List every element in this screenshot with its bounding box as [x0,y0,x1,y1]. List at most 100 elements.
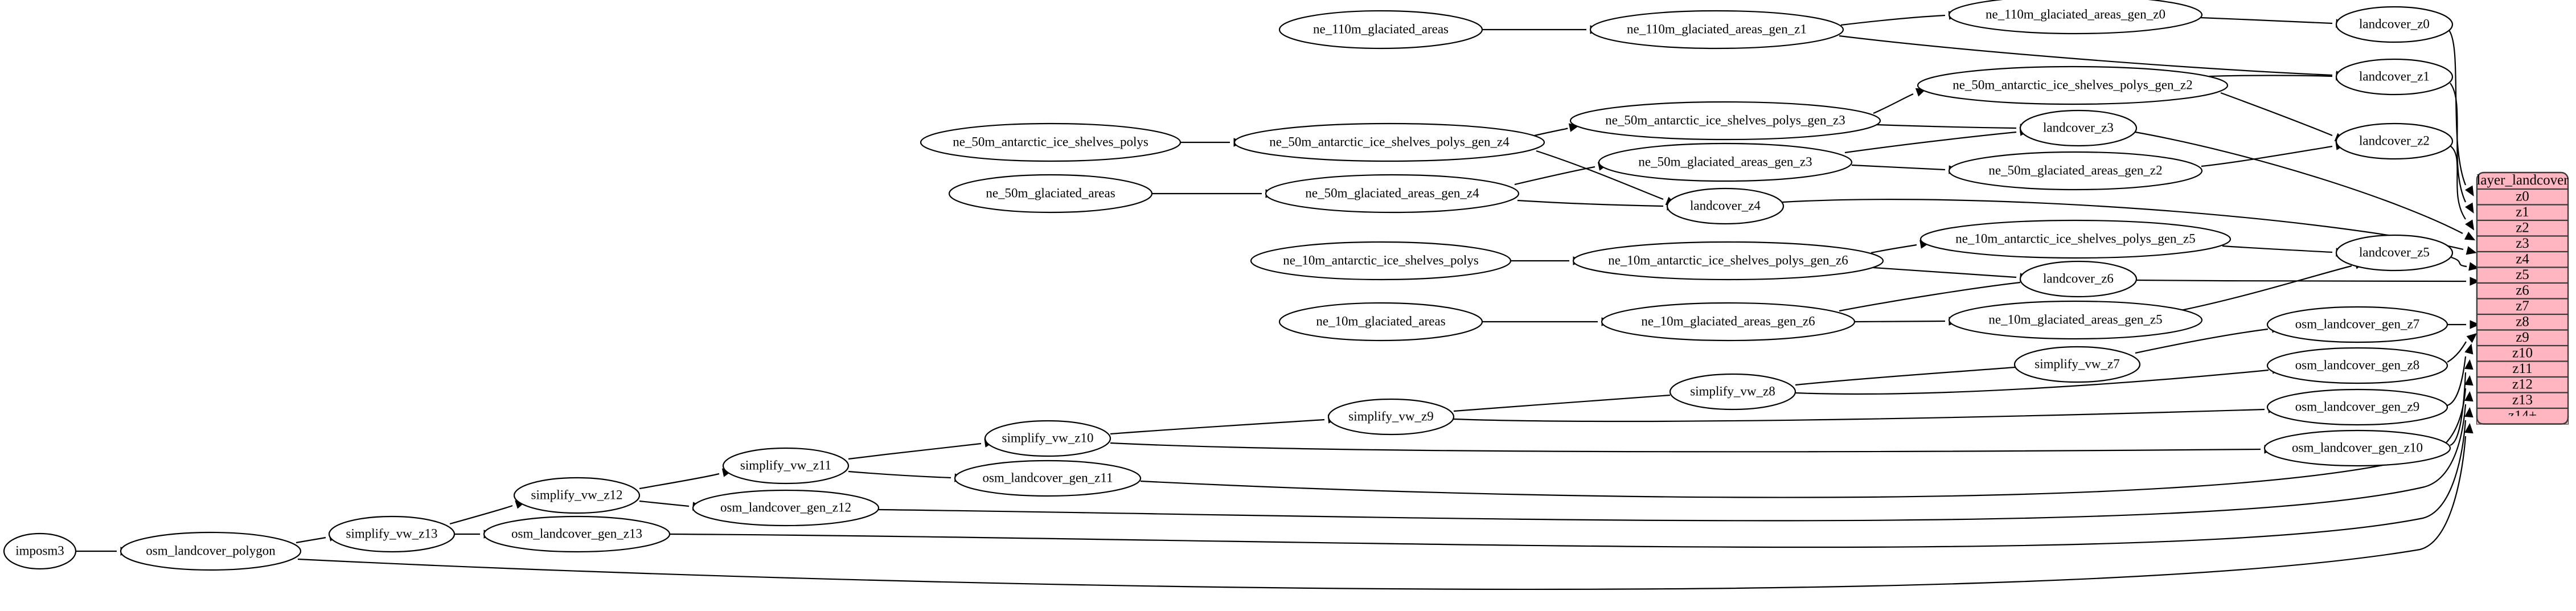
node-ellipse[interactable] [984,420,1111,457]
graph-node-simplify-vw-z12[interactable]: simplify_vw_z12 [513,477,641,514]
graph-node-ne-110m-glaciated-areas[interactable]: ne_110m_glaciated_areas [1278,10,1483,50]
graph-node-ne-50m-antarctic-ice-shelves-polys[interactable]: ne_50m_antarctic_ice_shelves_polys [920,122,1182,162]
node-ellipse[interactable] [2266,306,2448,343]
graph-node-ne-50m-glaciated-areas-gen-z2[interactable]: ne_50m_glaciated_areas_gen_z2 [1948,151,2203,191]
graph-node-ne-110m-glaciated-areas-gen-z1[interactable]: ne_110m_glaciated_areas_gen_z1 [1589,10,1844,50]
node-ellipse[interactable] [1669,373,1796,411]
graph-node-landcover-z5[interactable]: landcover_z5 [2335,234,2454,272]
graph-node-ne-50m-glaciated-areas[interactable]: ne_50m_glaciated_areas [948,174,1153,214]
table-row[interactable]: z1 [2476,204,2569,222]
node-ellipse[interactable] [2019,260,2138,298]
node-ellipse[interactable] [954,460,1142,497]
graph-node-landcover-z3[interactable]: landcover_z3 [2019,109,2138,147]
graph-node-ne-50m-antarctic-ice-shelves-polys-gen-z3[interactable]: ne_50m_antarctic_ice_shelves_polys_gen_z… [1569,101,1881,141]
table-row[interactable]: z9 [2476,329,2569,347]
node-ellipse[interactable] [948,174,1153,214]
node-ellipse[interactable] [483,515,671,553]
graph-node-ne-10m-glaciated-areas[interactable]: ne_10m_glaciated_areas [1278,302,1483,342]
node-ellipse[interactable] [1278,302,1483,342]
table-row-cell[interactable] [2476,298,2569,315]
graph-node-ne-50m-antarctic-ice-shelves-polys-gen-z2[interactable]: ne_50m_antarctic_ice_shelves_polys_gen_z… [1917,65,2229,105]
node-ellipse[interactable] [1919,219,2232,259]
graph-node-simplify-vw-z11[interactable]: simplify_vw_z11 [722,447,850,485]
node-ellipse[interactable] [2266,347,2448,384]
node-ellipse[interactable] [1569,101,1881,141]
node-ellipse[interactable] [120,531,302,571]
table-row-cell[interactable] [2476,204,2569,222]
table-row[interactable]: z3 [2476,235,2569,253]
table-row[interactable]: z2 [2476,219,2569,237]
graph-node-ne-10m-antarctic-ice-shelves-polys[interactable]: ne_10m_antarctic_ice_shelves_polys [1250,241,1512,281]
table-row[interactable]: z8 [2476,313,2569,331]
node-ellipse[interactable] [1666,187,1785,225]
node-ellipse[interactable] [722,447,850,485]
table-row-cell[interactable] [2476,313,2569,331]
graph-node-osm-landcover-gen-z8[interactable]: osm_landcover_gen_z8 [2266,347,2448,384]
graph-node-osm-landcover-gen-z13[interactable]: osm_landcover_gen_z13 [483,515,671,553]
graph-node-ne-10m-antarctic-ice-shelves-polys-gen-z6[interactable]: ne_10m_antarctic_ice_shelves_polys_gen_z… [1572,241,1884,281]
node-ellipse[interactable] [1598,142,1853,182]
table-row[interactable]: z10 [2476,345,2569,362]
node-ellipse[interactable] [1278,10,1483,50]
node-ellipse[interactable] [1948,151,2203,191]
table-row-cell[interactable] [2476,251,2569,268]
graph-node-osm-landcover-polygon[interactable]: osm_landcover_polygon [120,531,302,571]
node-ellipse[interactable] [1917,65,2229,105]
node-ellipse[interactable] [2263,429,2451,467]
graph-node-ne-10m-glaciated-areas-gen-z5[interactable]: ne_10m_glaciated_areas_gen_z5 [1948,300,2203,340]
table-row-cell[interactable] [2476,345,2569,362]
node-ellipse[interactable] [1572,241,1884,281]
node-ellipse[interactable] [692,489,880,527]
table-row-cell[interactable] [2476,235,2569,253]
graph-node-osm-landcover-gen-z12[interactable]: osm_landcover_gen_z12 [692,489,880,527]
node-ellipse[interactable] [2335,58,2454,96]
graph-node-osm-landcover-gen-z10[interactable]: osm_landcover_gen_z10 [2263,429,2451,467]
node-ellipse[interactable] [1948,300,2203,340]
node-ellipse[interactable] [328,515,456,553]
table-row[interactable]: z7 [2476,298,2569,315]
graph-node-imposm3[interactable]: imposm3 [3,532,77,570]
node-ellipse[interactable] [1327,398,1455,436]
node-ellipse[interactable] [2335,6,2454,43]
node-ellipse[interactable] [2335,234,2454,272]
graph-node-ne-50m-glaciated-areas-gen-z4[interactable]: ne_50m_glaciated_areas_gen_z4 [1265,174,1520,214]
node-ellipse[interactable] [1601,302,1856,342]
graph-node-ne-10m-glaciated-areas-gen-z6[interactable]: ne_10m_glaciated_areas_gen_z6 [1601,302,1856,342]
table-row-cell[interactable] [2476,360,2569,378]
table-row-cell[interactable] [2476,219,2569,237]
table-row-cell[interactable] [2476,188,2569,206]
graph-node-ne-110m-glaciated-areas-gen-z0[interactable]: ne_110m_glaciated_areas_gen_z0 [1948,0,2203,35]
node-ellipse[interactable] [2019,109,2138,147]
graph-node-landcover-z0[interactable]: landcover_z0 [2335,6,2454,43]
node-ellipse[interactable] [2266,388,2448,426]
node-ellipse[interactable] [1589,10,1844,50]
table-row[interactable]: z6 [2476,282,2569,300]
graph-node-simplify-vw-z13[interactable]: simplify_vw_z13 [328,515,456,553]
node-ellipse[interactable] [1948,0,2203,35]
graph-node-osm-landcover-gen-z11[interactable]: osm_landcover_gen_z11 [954,460,1142,497]
graph-node-osm-landcover-gen-z9[interactable]: osm_landcover_gen_z9 [2266,388,2448,426]
graph-node-ne-50m-glaciated-areas-gen-z3[interactable]: ne_50m_glaciated_areas_gen_z3 [1598,142,1853,182]
graph-node-landcover-z2[interactable]: landcover_z2 [2335,122,2454,160]
graph-node-ne-50m-antarctic-ice-shelves-polys-gen-z4[interactable]: ne_50m_antarctic_ice_shelves_polys_gen_z… [1233,122,1545,162]
table-row[interactable]: z5 [2476,266,2569,284]
table-row[interactable]: z4 [2476,251,2569,268]
node-ellipse[interactable] [2013,346,2141,383]
graph-node-landcover-z6[interactable]: landcover_z6 [2019,260,2138,298]
graph-node-simplify-vw-z8[interactable]: simplify_vw_z8 [1669,373,1796,411]
table-row[interactable]: z11 [2476,360,2569,378]
table-row[interactable]: z0 [2476,188,2569,206]
graph-node-osm-landcover-gen-z7[interactable]: osm_landcover_gen_z7 [2266,306,2448,343]
graph-node-simplify-vw-z10[interactable]: simplify_vw_z10 [984,420,1111,457]
table-row-cell[interactable] [2476,376,2569,393]
graph-node-simplify-vw-z7[interactable]: simplify_vw_z7 [2013,346,2141,383]
graph-node-simplify-vw-z9[interactable]: simplify_vw_z9 [1327,398,1455,436]
node-ellipse[interactable] [920,122,1182,162]
table-row[interactable]: z13 [2476,392,2569,409]
graph-node-landcover-z1[interactable]: landcover_z1 [2335,58,2454,96]
node-ellipse[interactable] [1265,174,1520,214]
node-ellipse[interactable] [1233,122,1545,162]
node-ellipse[interactable] [3,532,77,570]
table-row[interactable]: z12 [2476,376,2569,393]
graph-node-landcover-z4[interactable]: landcover_z4 [1666,187,1785,225]
